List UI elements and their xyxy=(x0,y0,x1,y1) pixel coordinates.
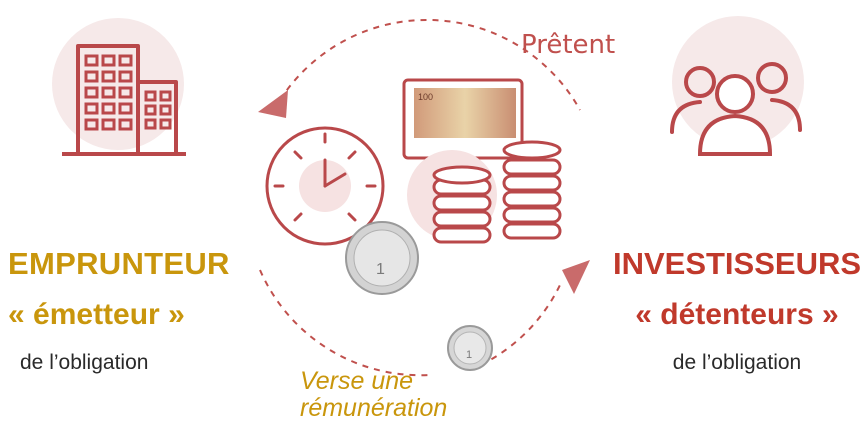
lend-label: Prêtent xyxy=(521,30,616,60)
banknote-icon: 100 xyxy=(402,78,524,160)
people-icon xyxy=(670,16,804,156)
investors-title: INVESTISSEURS xyxy=(612,246,862,281)
svg-text:1: 1 xyxy=(466,349,472,361)
borrower-note: de l’obligation xyxy=(20,351,149,374)
arrow-head-right xyxy=(562,260,590,294)
coin-icon: 1 xyxy=(345,221,419,295)
svg-text:100: 100 xyxy=(418,92,433,102)
investors-note: de l’obligation xyxy=(672,351,802,374)
payment-label: Verse une rémunération xyxy=(300,367,448,422)
building-icon xyxy=(52,18,186,156)
payment-label-line1: Verse une xyxy=(300,367,414,395)
investors-subtitle: « détenteurs » xyxy=(635,298,839,331)
borrower-title: EMPRUNTEUR xyxy=(8,246,230,281)
clock-icon xyxy=(265,126,385,246)
borrower-subtitle: « émetteur » xyxy=(8,298,185,331)
payment-label-line2: rémunération xyxy=(300,394,448,422)
small-coin-icon: 1 xyxy=(447,325,493,371)
arrow-head-left xyxy=(258,90,288,118)
coins-stack-icon xyxy=(407,140,562,244)
svg-text:1: 1 xyxy=(376,261,385,278)
